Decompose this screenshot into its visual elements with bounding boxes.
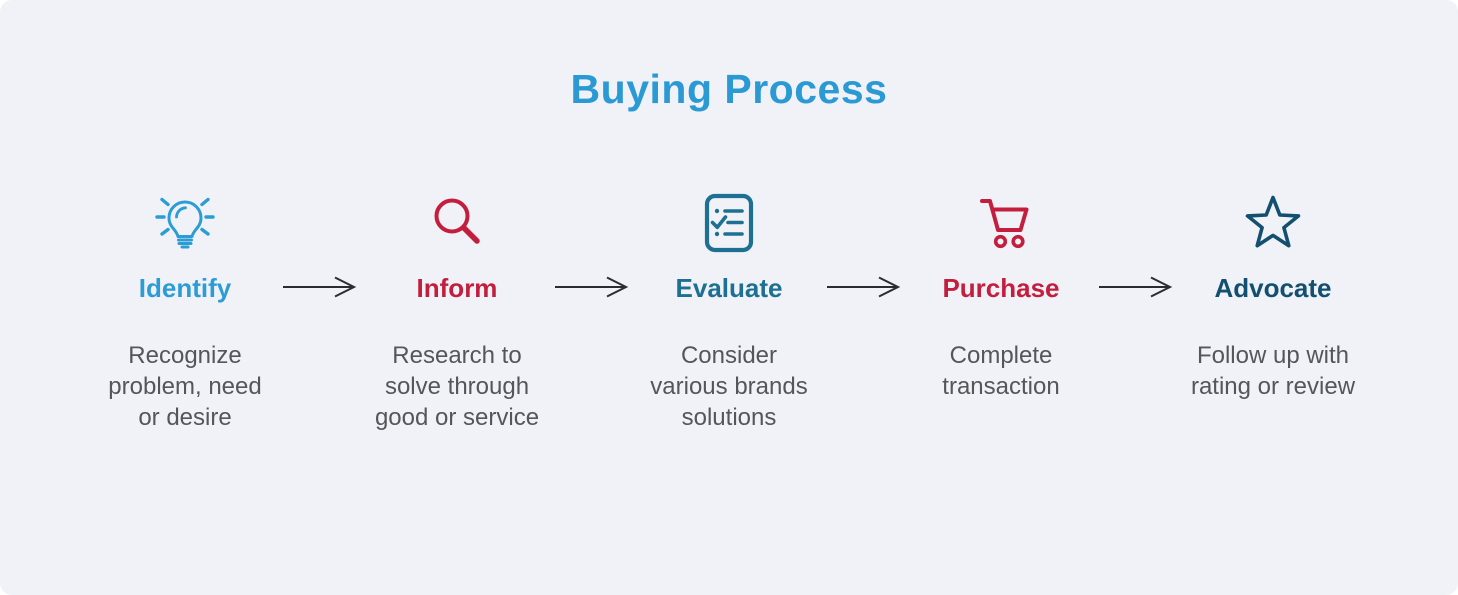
step-purchase: Purchase Complete transaction [906, 189, 1096, 402]
step-label-identify: Identify [138, 273, 232, 303]
step-advocate: Advocate Follow up with rating or review [1178, 189, 1368, 402]
lightbulb-icon [153, 189, 217, 257]
cart-icon [969, 189, 1033, 257]
step-evaluate: Evaluate Consider various brands solutio… [634, 189, 824, 433]
step-description-inform: Research to solve through good or servic… [374, 342, 540, 431]
arrow-right-icon [824, 275, 906, 299]
step-identify: Identify Recognize problem, need or desi… [90, 189, 280, 433]
step-description-identify: Recognize problem, need or desire [108, 342, 262, 431]
step-inform: Inform Research to solve through good or… [362, 189, 552, 433]
step-description-purchase: Complete transaction [942, 342, 1060, 400]
arrow-right-icon [280, 275, 362, 299]
checklist-icon [699, 189, 759, 257]
magnifier-icon [427, 189, 487, 257]
step-description-advocate: Follow up with rating or review [1190, 342, 1356, 400]
process-flow: Identify Recognize problem, need or desi… [0, 189, 1458, 433]
step-label-advocate: Advocate [1214, 273, 1332, 303]
arrow-right-icon [1096, 275, 1178, 299]
step-label-purchase: Purchase [942, 273, 1060, 303]
step-description-evaluate: Consider various brands solutions [650, 342, 808, 431]
page-title: Buying Process [570, 66, 888, 112]
arrow-right-icon [552, 275, 634, 299]
step-label-inform: Inform [416, 273, 498, 303]
step-label-evaluate: Evaluate [675, 273, 783, 303]
star-icon [1241, 189, 1305, 257]
